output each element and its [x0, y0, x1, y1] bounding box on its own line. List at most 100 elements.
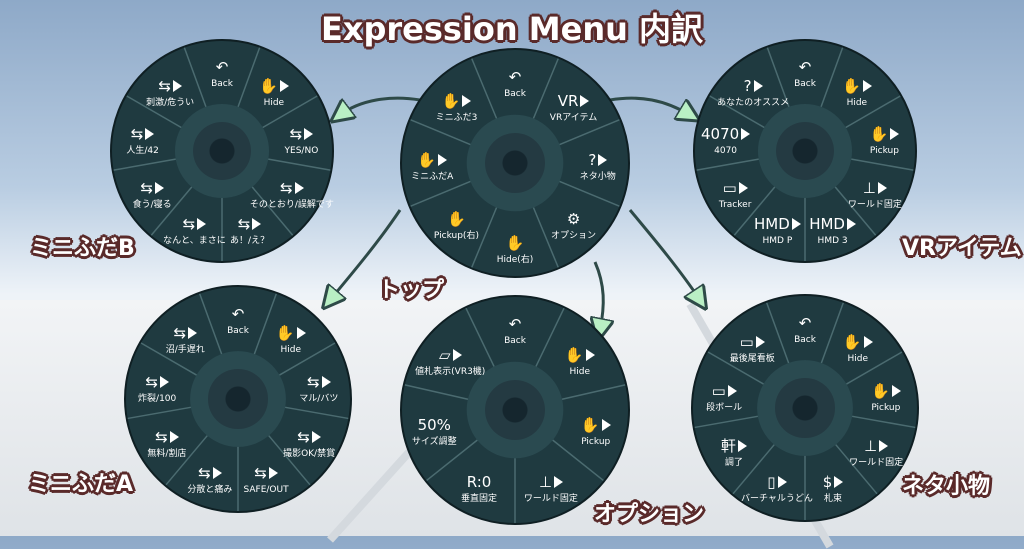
menu-item-label: ネタ小物 — [579, 172, 616, 182]
menu-item-price-tag[interactable]: ▱値札表示(VR3機) — [413, 338, 487, 378]
menu-item-label: オプション — [551, 230, 597, 241]
back-arrow-icon: ↶ — [215, 58, 229, 77]
menu-item-gpu[interactable]: 4070 4070 — [689, 117, 763, 157]
menu-item-label: Back — [504, 336, 526, 347]
menu-item-label: Pickup(右) — [433, 230, 479, 241]
menu-item-swap-arrows[interactable]: ⇆マル/バツ — [282, 365, 356, 405]
hand-pickup-icon: ✋ — [447, 209, 466, 228]
menu-item-hand-pickup[interactable]: ✋Pickup — [849, 374, 923, 414]
menu-item-label: 値札表示(VR3機) — [415, 367, 486, 378]
menu-item-label: Back — [227, 325, 249, 336]
menu-item-sign[interactable]: ▭最後尾看板 — [715, 325, 789, 365]
menu-item-money[interactable]: $札束 — [796, 465, 870, 505]
menu-item-hand-pickup[interactable]: ✋Pickup — [847, 117, 921, 157]
menu-item-label: 4070 — [714, 145, 738, 156]
menu-item-hand-hide[interactable]: ✋Hide — [237, 69, 311, 109]
vr-hand-icon: VR — [557, 92, 579, 111]
menu-item-back-arrow[interactable]: ↶Back — [768, 50, 842, 90]
menu-item-swap-arrows[interactable]: ⇆人生/42 — [106, 117, 180, 157]
submenu-arrow-icon — [846, 217, 856, 230]
menu-item-swap-arrows[interactable]: ⇆YES/NO — [264, 117, 338, 157]
menu-item-label: ミニふだA — [411, 172, 454, 182]
menu-item-hand-hide[interactable]: ✋Hide — [820, 69, 894, 109]
menu-item-hand-hide[interactable]: ✋Hide — [543, 338, 617, 378]
hand-hide-icon: ✋ — [842, 333, 862, 352]
box-icon: ▭ — [711, 381, 726, 400]
tracker-icon: ▭ — [722, 179, 737, 198]
world-fix-icon: ⊥ — [538, 472, 552, 491]
menu-item-hand-hide[interactable]: ✋Hide(右) — [478, 226, 552, 266]
world-fix-icon: ⊥ — [864, 437, 878, 456]
hand-pickup-icon: ✋ — [580, 416, 600, 435]
menu-item-label: HMD P — [762, 235, 793, 246]
menu-item-swap-arrows[interactable]: ⇆撮影OK/禁賞 — [272, 420, 346, 460]
menu-item-question[interactable]: ?あなたのオススメ — [716, 69, 790, 109]
menu-item-question-hand[interactable]: ?ネタ小物 — [561, 143, 635, 183]
menu-item-label: 食う/寝る — [132, 200, 172, 211]
menu-item-tracker[interactable]: ▭Tracker — [698, 171, 772, 211]
hand-pickup-icon: ✋ — [869, 124, 889, 143]
menu-item-label: 炸裂/100 — [138, 393, 177, 404]
menu-item-swap-arrows[interactable]: ⇆SAFE/OUT — [229, 456, 303, 496]
menu-item-label: Hide — [280, 345, 302, 356]
vertical-fix-icon: R:0 — [466, 472, 492, 491]
menu-item-udon[interactable]: ▯バーチャルうどん — [740, 465, 814, 505]
menu-item-world-fix[interactable]: ⊥ ワールド固定 — [514, 465, 588, 505]
submenu-arrow-icon — [879, 440, 889, 453]
submenu-arrow-icon — [862, 80, 872, 93]
gpu-icon: 4070 — [700, 124, 740, 143]
submenu-arrow-icon — [197, 217, 207, 230]
menu-item-label: ミニふだ3 — [435, 113, 478, 124]
menu-item-label: マル/バツ — [299, 393, 339, 404]
radial-menu-mini-a: ↶Back✋Hide⇆マル/バツ⇆撮影OK/禁賞⇆SAFE/OUT⇆分散と痛み⇆… — [124, 285, 352, 513]
menu-item-back-arrow[interactable]: ↶Back — [201, 297, 275, 337]
arrow-to-neta — [628, 209, 700, 300]
submenu-arrow-icon — [598, 154, 608, 166]
menu-center-hub — [192, 121, 252, 181]
sign-icon: ▭ — [739, 333, 754, 352]
menu-item-label: なんと、まさに — [163, 235, 226, 246]
menu-item-card-hand[interactable]: ✋ミニふだ3 — [419, 84, 493, 124]
menu-item-cup[interactable]: 軒調了 — [697, 429, 771, 469]
submenu-arrow-icon — [601, 419, 611, 432]
menu-item-swap-arrows[interactable]: ⇆食う/寝る — [115, 171, 189, 211]
submenu-arrow-icon — [834, 476, 844, 489]
menu-item-world-fix[interactable]: ⊥ワールド固定 — [839, 429, 913, 469]
menu-item-label: Back — [504, 89, 526, 100]
menu-item-swap-arrows[interactable]: ⇆刺激/危うい — [133, 69, 207, 109]
menu-item-swap-arrows[interactable]: ⇆沼/手遅れ — [148, 316, 222, 356]
menu-center-hub — [775, 378, 835, 438]
menu-item-back-arrow[interactable]: ↶ Back — [185, 50, 259, 90]
menu-item-label: ワールド固定 — [523, 493, 578, 504]
menu-item-swap-arrows[interactable]: ⇆無料/割店 — [130, 420, 204, 460]
menu-item-gear[interactable]: ⚙オプション — [537, 202, 611, 242]
swap-arrows-icon: ⇆ — [289, 124, 303, 143]
menu-item-hand-pickup[interactable]: ✋ Pickup(右) — [419, 202, 493, 242]
submenu-arrow-icon — [296, 327, 306, 340]
menu-item-hand-hide[interactable]: ✋Hide — [821, 325, 895, 365]
menu-item-box[interactable]: ▭段ボール — [687, 374, 761, 414]
menu-item-card-hand[interactable]: ✋ミニふだA — [395, 143, 469, 183]
menu-item-label: あなたのオススメ — [717, 98, 790, 109]
menu-item-swap-arrows[interactable]: ⇆分散と痛み — [173, 456, 247, 496]
menu-item-swap-arrows[interactable]: ⇆炸裂/100 — [120, 365, 194, 405]
menu-item-hand-pickup[interactable]: ✋Pickup — [559, 408, 633, 448]
menu-item-world-fix[interactable]: ⊥ワールド固定 — [838, 171, 912, 211]
menu-item-back-arrow[interactable]: ↶Back — [478, 307, 552, 347]
menu-item-back-arrow[interactable]: ↶Back — [478, 60, 552, 100]
menu-item-swap-arrows[interactable]: ⇆そのとおり/誤解です — [250, 171, 334, 211]
menu-item-size[interactable]: 50%サイズ調整 — [397, 408, 471, 448]
menu-item-label: 札束 — [824, 494, 843, 505]
menu-item-swap-arrows[interactable]: ⇆なんと、まさに — [157, 207, 231, 247]
menu-item-label: Back — [211, 79, 233, 90]
submenu-arrow-icon — [737, 440, 747, 453]
submenu-arrow-icon — [777, 476, 787, 489]
menu-item-swap-arrows[interactable]: ⇆あ！/え？ — [213, 207, 287, 247]
menu-item-hand-hide[interactable]: ✋Hide — [254, 316, 328, 356]
menu-item-back-arrow[interactable]: ↶Back — [768, 306, 842, 346]
submenu-arrow-icon — [452, 349, 462, 362]
